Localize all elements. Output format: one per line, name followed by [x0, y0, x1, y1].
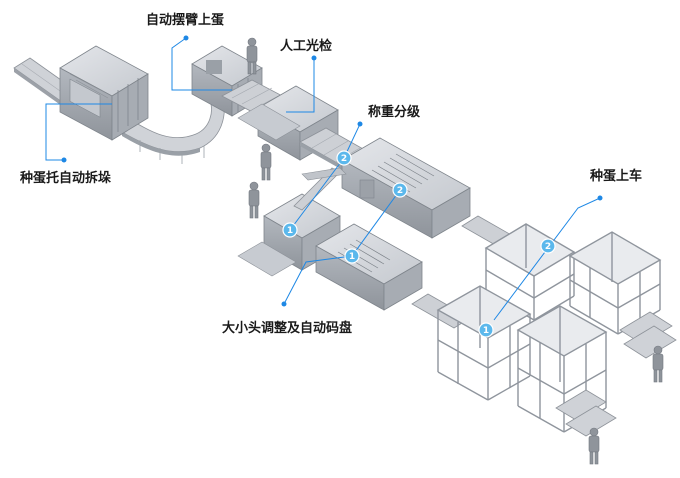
leader-badge-link-2	[351, 189, 401, 257]
leader-badge-link-1	[289, 157, 345, 231]
egg-cart-frames-upper	[484, 223, 662, 335]
diagonal-transfer-conveyor	[293, 167, 347, 211]
callout-manual-candling: 人工光检	[280, 39, 333, 54]
callout-egg-to-cart: 种蛋上车	[590, 169, 643, 184]
callout-size-adjust-tray: 大小头调整及自动码盘	[222, 321, 353, 336]
callout-swing-arm-loading: 自动摆臂上蛋	[146, 13, 225, 28]
badge-weigh-2: 2	[336, 150, 352, 166]
svg-text:2: 2	[341, 154, 347, 164]
callout-weighing-grading: 称重分级	[368, 105, 421, 120]
leader-dots	[61, 35, 603, 307]
worker-figures	[246, 37, 664, 465]
worker-sorting	[248, 181, 260, 219]
badge-sort-2: 2	[392, 182, 408, 198]
worker-cart-bottom	[588, 427, 600, 465]
destacker-machine	[59, 45, 149, 141]
cart-rack-lower	[555, 389, 617, 437]
worker-candling	[260, 143, 272, 181]
callout-auto-destack: 种蛋托自动拆垛	[20, 171, 112, 186]
leader-swing-arm	[171, 37, 232, 91]
worker-loader	[246, 37, 258, 75]
badge-cart-1: 1	[478, 322, 494, 338]
svg-text:2: 2	[545, 242, 551, 252]
cart-rack-upper	[619, 311, 677, 359]
leader-lines	[45, 37, 601, 321]
worker-cart-right	[652, 345, 664, 383]
badge-cart-2: 2	[540, 238, 556, 254]
badge-weigh-1: 1	[282, 222, 298, 238]
weighing-grading-machine-lower	[237, 193, 423, 311]
leader-auto-destack	[45, 103, 112, 161]
egg-cart-frames-lower	[436, 285, 608, 433]
leader-egg-cart	[493, 197, 601, 321]
svg-text:1: 1	[349, 252, 355, 262]
leader-manual-candling	[286, 58, 315, 113]
svg-text:1: 1	[287, 226, 293, 236]
leader-size-adjust	[283, 255, 353, 305]
badge-sort-1: 1	[344, 248, 360, 264]
svg-text:1: 1	[483, 326, 489, 336]
svg-text:2: 2	[397, 186, 403, 196]
